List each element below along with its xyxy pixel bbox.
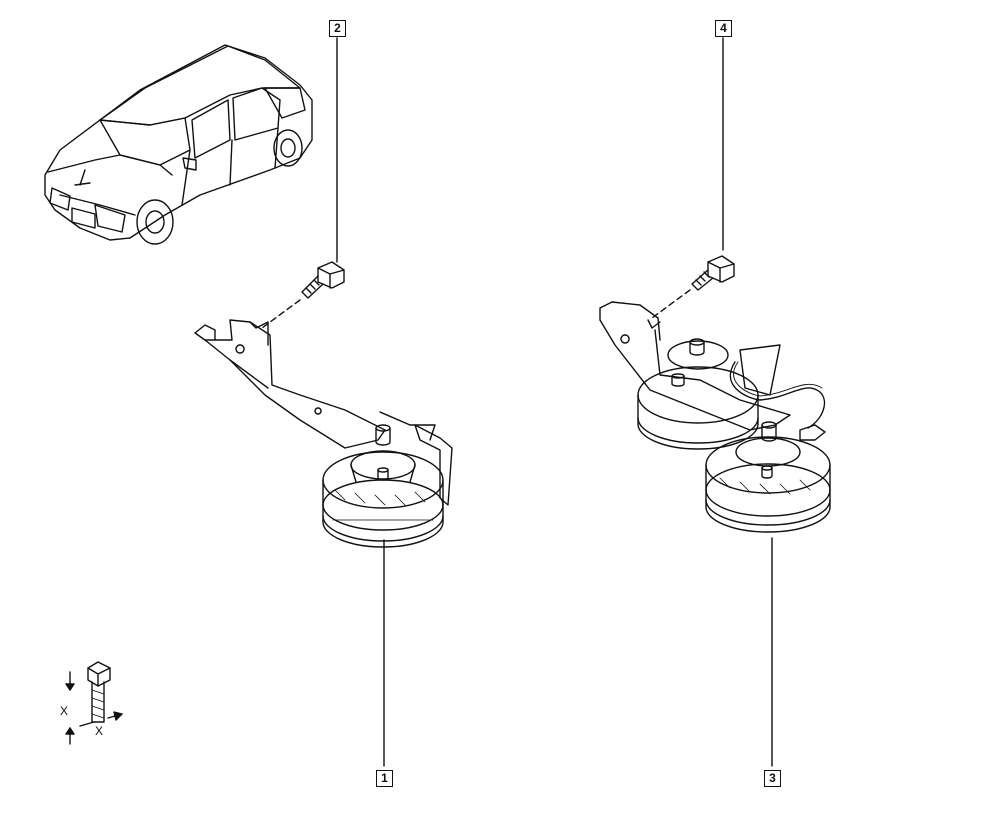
mounting-bracket-left	[194, 319, 386, 449]
horn-rear	[637, 338, 781, 450]
connecting-wire	[729, 361, 826, 429]
torque-bolt-symbol	[65, 661, 123, 745]
mounting-bracket-right	[599, 301, 791, 431]
dimension-label-vertical: X	[60, 704, 69, 718]
callout-2: 2	[329, 20, 346, 37]
callout-4: 4	[715, 20, 732, 37]
callout-1: 1	[376, 770, 393, 787]
bolt-part-2	[301, 261, 345, 299]
horn-part-3	[705, 421, 831, 533]
dimension-label-horizontal: X	[95, 724, 104, 738]
alignment-line-right	[651, 289, 691, 319]
vehicle-illustration	[44, 44, 313, 245]
callout-3: 3	[764, 770, 781, 787]
bolt-part-4	[691, 255, 735, 291]
horn-part-1	[322, 411, 453, 548]
